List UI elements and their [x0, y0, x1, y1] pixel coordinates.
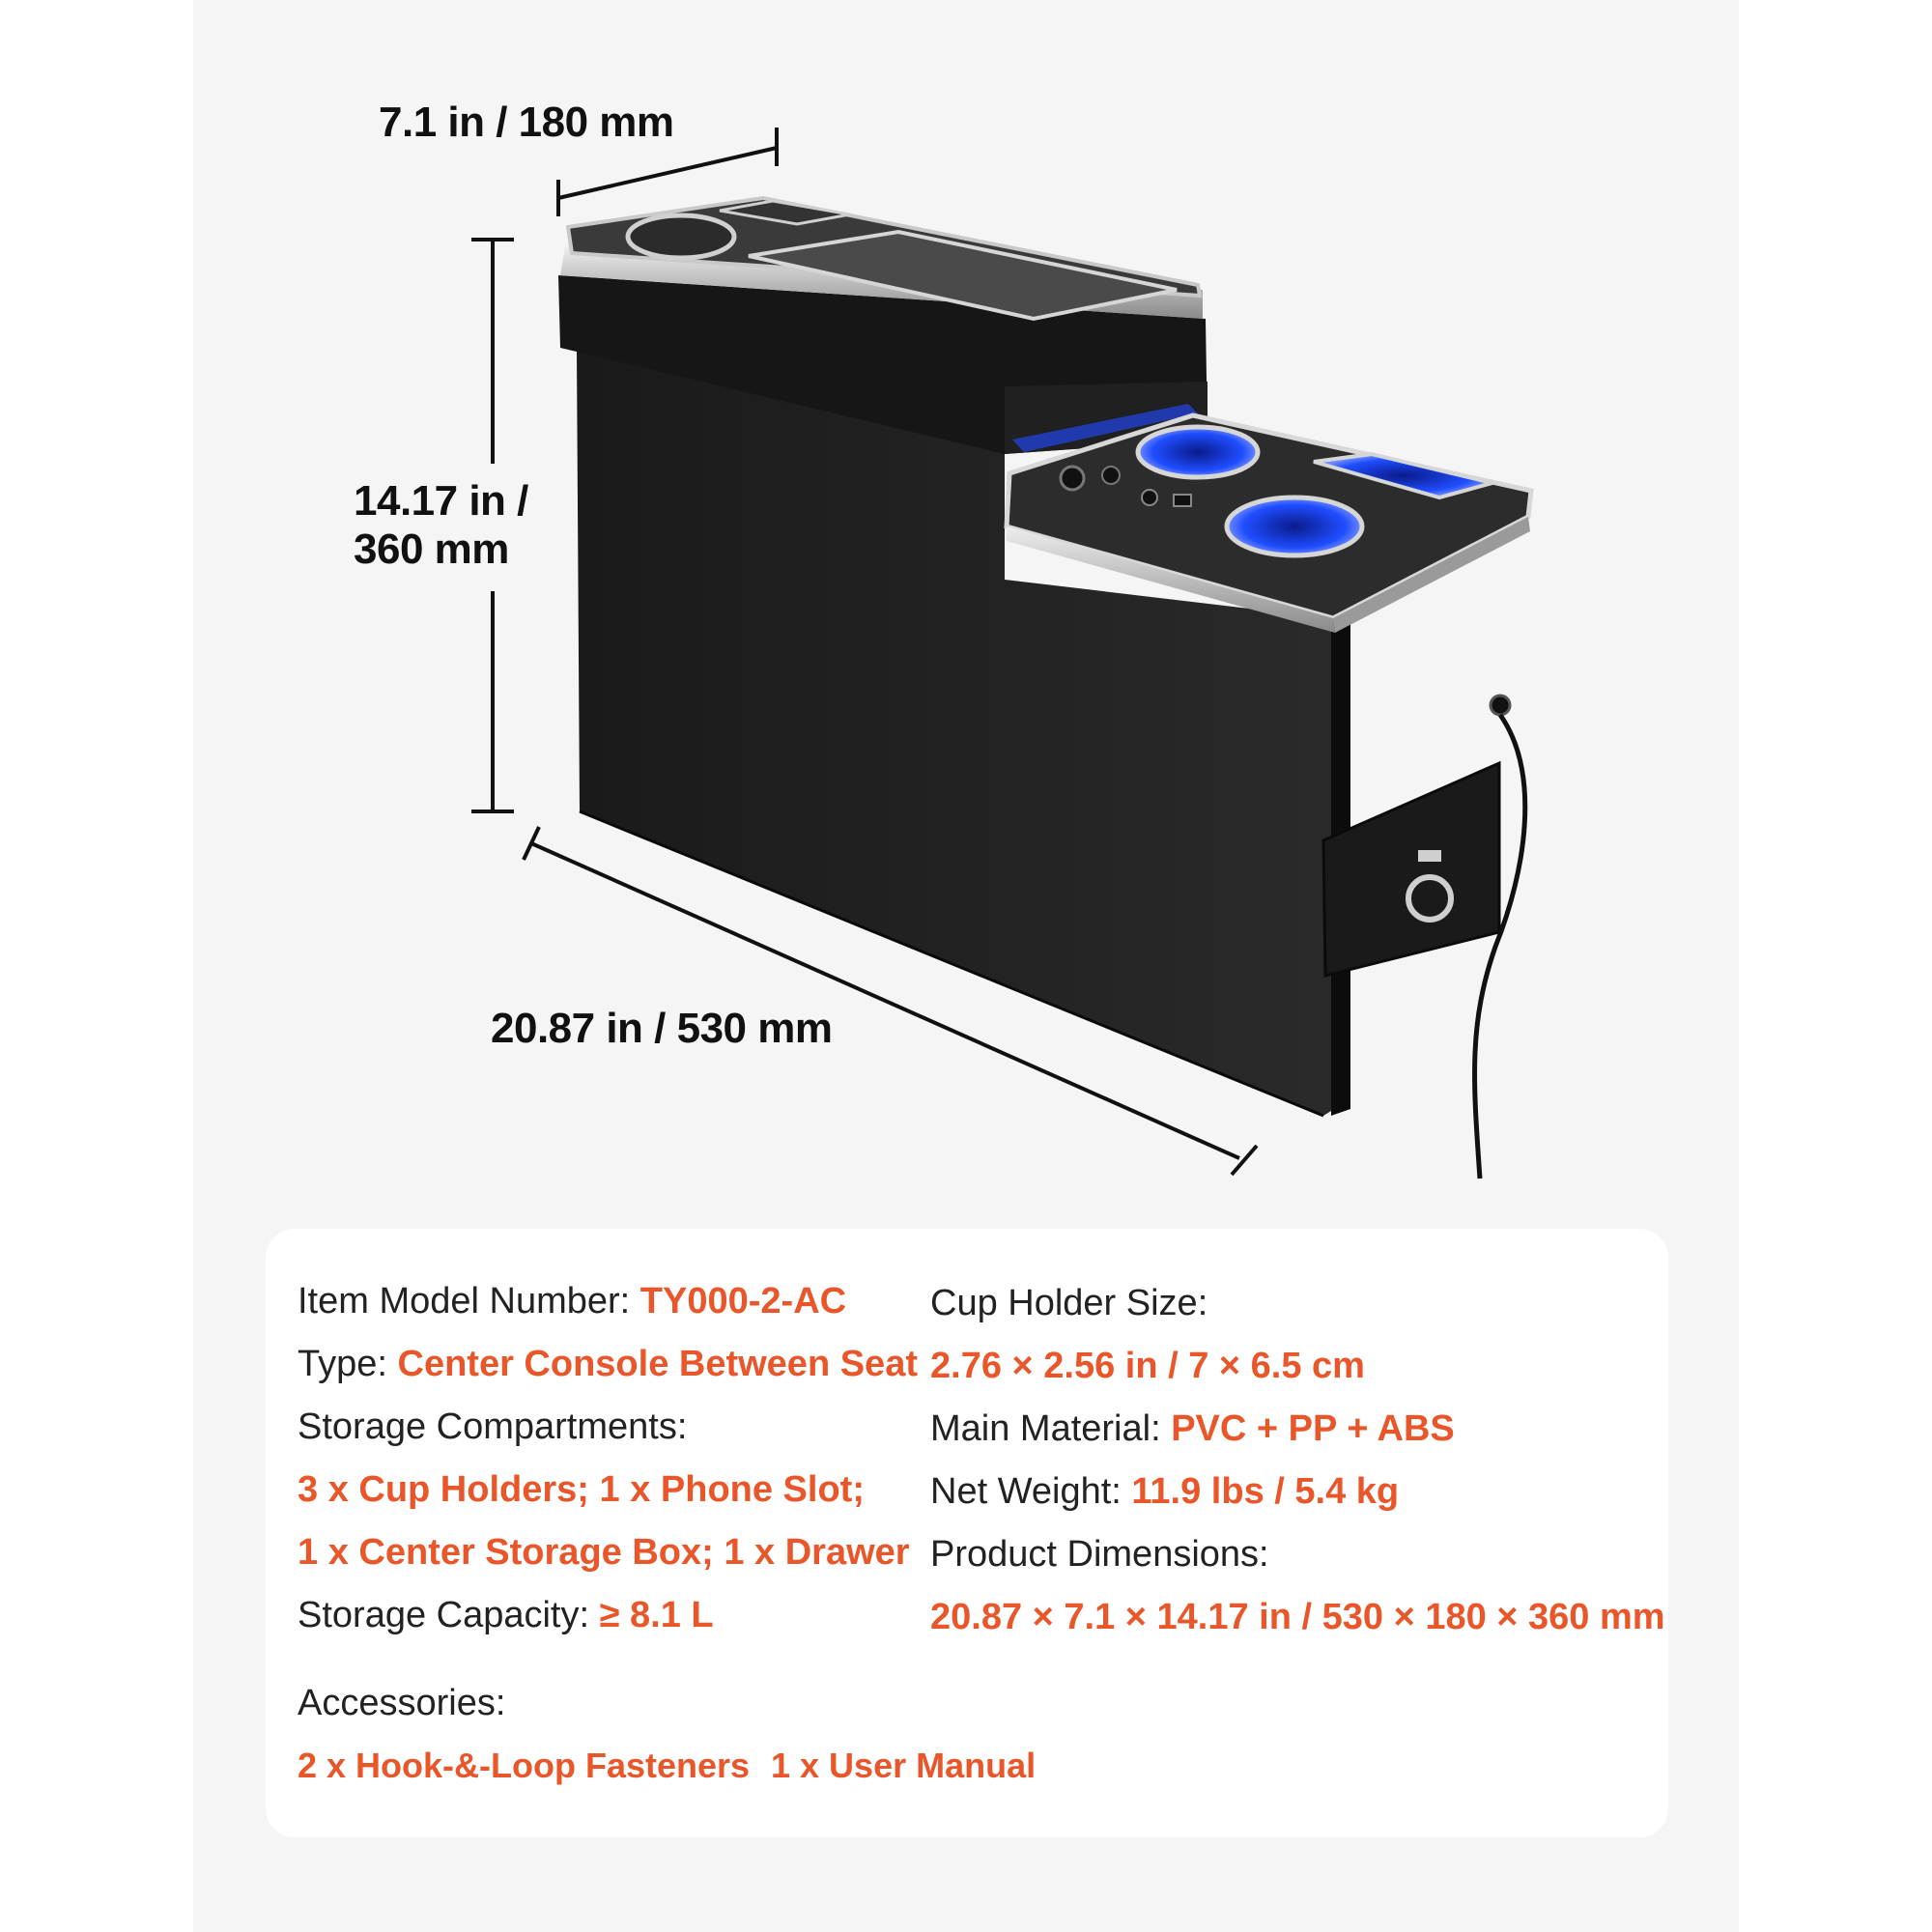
front-tray — [1004, 412, 1534, 633]
console-illustration — [471, 128, 1534, 1179]
type-value: Center Console Between Seat — [397, 1344, 918, 1384]
product-dimensions-label: Product Dimensions: — [930, 1534, 1269, 1575]
type-label: Type: — [298, 1344, 398, 1384]
height-dimension-line — [471, 238, 514, 813]
net-weight-row: Net Weight: 11.9 lbs / 5.4 kg — [930, 1473, 1399, 1510]
console-body — [577, 350, 1501, 1118]
accessory-user-manual: 1 x User Manual — [771, 1746, 1037, 1785]
height-dimension-label-line1: 14.17 in / — [354, 477, 528, 525]
storage-compartments-value-2: 1 x Center Storage Box; 1 x Drawer — [298, 1532, 910, 1573]
accessory-fasteners: 2 x Hook-&-Loop Fasteners — [298, 1746, 751, 1785]
model-number-row: Item Model Number: TY000-2-AC — [298, 1283, 846, 1320]
phone-slot — [1313, 451, 1493, 500]
cup-holder-1 — [1135, 424, 1261, 480]
width-dimension-line — [556, 128, 779, 216]
main-material-value: PVC + PP + ABS — [1171, 1408, 1455, 1449]
cup-holder-size-label: Cup Holder Size: — [930, 1283, 1208, 1323]
length-dimension-line — [522, 826, 1259, 1177]
product-infographic: 7.1 in / 180 mm 14.17 in / 360 mm 20.87 … — [193, 0, 1739, 1932]
product-dimensions-value: 20.87 × 7.1 × 14.17 in / 530 × 180 × 360… — [930, 1597, 1665, 1637]
accessories-label: Accessories: — [298, 1683, 506, 1723]
storage-compartments-label: Storage Compartments: — [298, 1406, 688, 1447]
width-dimension-label: 7.1 in / 180 mm — [379, 99, 674, 146]
storage-capacity-value: ≥ 8.1 L — [599, 1595, 714, 1635]
model-number-label: Item Model Number: — [298, 1281, 640, 1321]
storage-capacity-label: Storage Capacity: — [298, 1595, 600, 1635]
length-dimension-label: 20.87 in / 530 mm — [491, 1005, 833, 1052]
type-row: Type: Center Console Between Seat — [298, 1346, 918, 1382]
model-number-value: TY000-2-AC — [639, 1281, 847, 1321]
cup-holder-2 — [1224, 495, 1365, 558]
net-weight-value: 11.9 lbs / 5.4 kg — [1131, 1471, 1400, 1512]
main-material-row: Main Material: PVC + PP + ABS — [930, 1410, 1455, 1447]
storage-capacity-row: Storage Capacity: ≥ 8.1 L — [298, 1597, 714, 1634]
cup-holder-size-value: 2.76 × 2.56 in / 7 × 6.5 cm — [930, 1346, 1365, 1386]
storage-compartments-value-1: 3 x Cup Holders; 1 x Phone Slot; — [298, 1469, 865, 1510]
spec-card: Item Model Number: TY000-2-AC Type: Cent… — [266, 1229, 1668, 1837]
net-weight-label: Net Weight: — [930, 1471, 1132, 1512]
power-cable — [1472, 694, 1528, 1179]
drawer-pull-ring — [1406, 850, 1454, 923]
height-dimension-label-line2: 360 mm — [354, 526, 509, 573]
armrest — [558, 195, 1208, 454]
main-material-label: Main Material: — [930, 1408, 1172, 1449]
